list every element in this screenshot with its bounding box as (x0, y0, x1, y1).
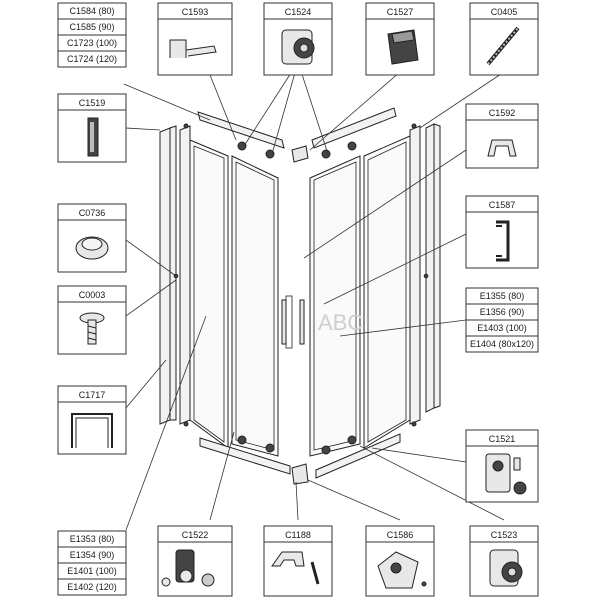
label-e1356: E1356 (90) (480, 307, 525, 317)
top-rollers (237, 141, 357, 159)
part-box-c0736: C0736 (57, 203, 127, 273)
top-corner-connector (291, 145, 309, 163)
screw-icon (486, 26, 520, 66)
label-c1593: C1593 (182, 7, 209, 17)
part-box-c1188: C1188 (263, 525, 333, 597)
label-c1521: C1521 (489, 434, 516, 444)
right-sliding-door (309, 155, 361, 457)
right-wall-profile (425, 123, 435, 413)
part-box-c1519: C1519 (57, 93, 127, 163)
right-frame-profile (409, 125, 421, 425)
label-e1355: E1355 (80) (480, 291, 525, 301)
label-c1584: C1584 (80) (69, 6, 114, 16)
label-c0003: C0003 (79, 290, 106, 300)
label-c1585: C1585 (90) (69, 22, 114, 32)
left-frame-profile (179, 125, 191, 425)
part-box-c1592: C1592 (465, 103, 539, 169)
label-c1524: C1524 (285, 7, 312, 17)
part-box-c1521: C1521 (465, 429, 539, 503)
part-box-c1522: C1522 (157, 525, 233, 597)
label-c1717: C1717 (79, 390, 106, 400)
part-box-c1524: C1524 (263, 2, 333, 76)
label-stack-e1355: E1355 (80) E1356 (90) E1403 (100) E1404 … (465, 287, 539, 353)
left-wall-profile (159, 127, 171, 425)
label-c1523: C1523 (491, 530, 518, 540)
u-profile-icon (71, 413, 113, 448)
right-door-handle (299, 299, 305, 345)
top-rail-right (311, 107, 397, 149)
label-c0736: C0736 (79, 208, 106, 218)
frame-screws (173, 123, 429, 427)
label-stack-c1584: C1584 (80) C1585 (90) C1723 (100) C1724 … (57, 2, 127, 68)
seal-profile-icon (169, 39, 217, 58)
shower-enclosure-drawing: ABC (159, 107, 441, 485)
label-c1592: C1592 (489, 108, 516, 118)
label-c1723: C1723 (100) (67, 38, 117, 48)
label-e1403: E1403 (100) (477, 323, 527, 333)
part-box-c1593: C1593 (157, 2, 233, 76)
bottom-rail-right (315, 433, 401, 479)
label-stack-e1353: E1353 (80) E1354 (90) E1401 (100) E1402 … (57, 530, 127, 596)
label-c1586: C1586 (387, 530, 414, 540)
left-sliding-door (231, 155, 279, 457)
label-e1354: E1354 (90) (70, 550, 115, 560)
bottom-rail-left (199, 437, 291, 475)
leader-lines (123, 49, 505, 531)
guide-icon (487, 139, 517, 157)
label-c1188: C1188 (285, 530, 311, 540)
part-box-c0003: C0003 (57, 285, 127, 355)
bottom-roller-icon (485, 453, 511, 493)
label-c1519: C1519 (79, 98, 106, 108)
clip-icon (271, 551, 305, 567)
bottom-corner-connector (291, 463, 309, 485)
watermark-logo: ABC (318, 310, 363, 335)
label-e1402: E1402 (120) (67, 582, 117, 592)
part-box-c1587: C1587 (465, 195, 539, 269)
label-c1522: C1522 (182, 530, 209, 540)
label-c1527: C1527 (387, 7, 414, 17)
label-c1587: C1587 (489, 200, 516, 210)
handle-icon (496, 220, 510, 262)
left-door-handle (281, 299, 287, 345)
right-fixed-panel (363, 135, 411, 449)
part-box-c1717: C1717 (57, 385, 127, 455)
part-box-c0405: C0405 (469, 2, 539, 76)
left-fixed-panel (189, 139, 229, 449)
part-box-c1523: C1523 (469, 525, 539, 597)
label-e1353: E1353 (80) (70, 534, 115, 544)
part-box-c1586: C1586 (365, 525, 435, 597)
label-c0405: C0405 (491, 7, 518, 17)
part-box-c1527: C1527 (365, 2, 435, 76)
label-e1404: E1404 (80x120) (470, 339, 534, 349)
label-c1724: C1724 (120) (67, 54, 117, 64)
label-e1401: E1401 (100) (67, 566, 117, 576)
bottom-rollers (237, 435, 357, 455)
